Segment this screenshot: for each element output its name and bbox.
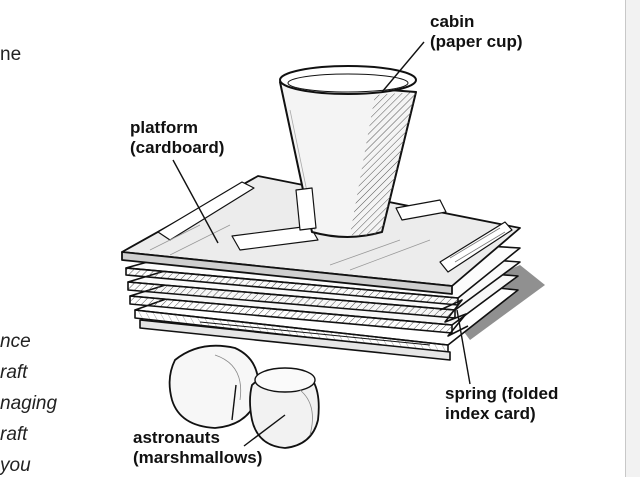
cabin-label-detail: (paper cup)	[430, 32, 523, 51]
leader-lines	[172, 41, 471, 447]
page-edge	[625, 0, 640, 477]
spring-label-title: spring (folded	[445, 384, 559, 403]
platform-label: platform (cardboard)	[130, 118, 224, 158]
astronauts-label: astronauts (marshmallows)	[133, 428, 262, 468]
spring-label-detail: index card)	[445, 404, 536, 423]
spring-label: spring (folded index card)	[445, 384, 558, 424]
body-text-line: naging	[0, 393, 58, 414]
astronauts-label-detail: (marshmallows)	[133, 448, 263, 467]
body-text-line: raft	[0, 362, 28, 383]
cabin-label: cabin (paper cup)	[430, 12, 523, 52]
platform-label-detail: (cardboard)	[130, 138, 225, 157]
astronauts-label-title: astronauts	[133, 428, 220, 447]
body-text-line: you	[0, 455, 31, 476]
platform-label-title: platform	[130, 118, 198, 137]
cabin-label-title: cabin	[430, 12, 475, 31]
body-text-line: nce	[0, 331, 31, 352]
body-text-line: raft	[0, 424, 28, 445]
paper-cup-icon	[279, 65, 417, 238]
body-text-fragment: ne	[0, 44, 22, 65]
